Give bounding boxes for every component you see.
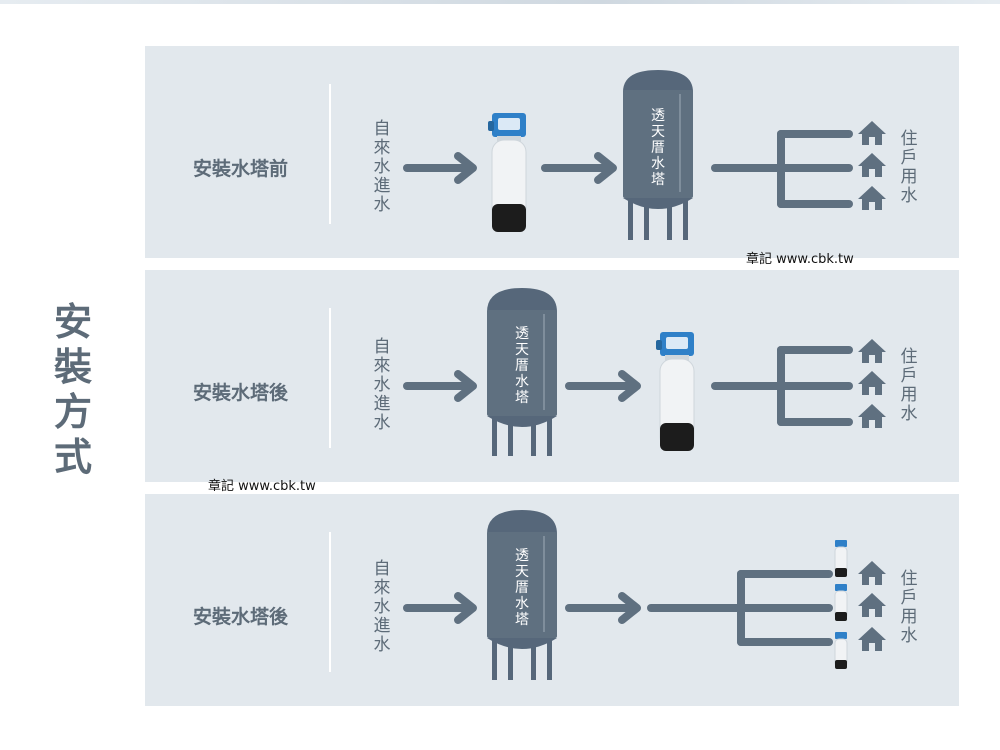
dest-label-char: 用 xyxy=(900,607,918,627)
arrow-right-icon xyxy=(565,370,641,402)
tank-label-char: 塔 xyxy=(651,172,665,188)
dest-label: 住 戶 用 水 xyxy=(897,570,921,646)
house-icon xyxy=(858,371,886,395)
house-icon xyxy=(858,153,886,177)
dest-label-char: 住 xyxy=(900,569,918,589)
house-icon xyxy=(858,627,886,651)
source-label-char: 水 xyxy=(373,375,391,395)
tank-label-char: 天 xyxy=(515,564,529,580)
tank-label: 透 天 厝 水 塔 xyxy=(512,548,532,628)
arrow-right-icon xyxy=(403,592,477,624)
source-label-char: 進 xyxy=(373,394,391,414)
tank-label-char: 天 xyxy=(515,342,529,358)
side-title-char: 方 xyxy=(53,390,92,434)
source-label-char: 來 xyxy=(373,138,391,158)
tank-label-char: 厝 xyxy=(515,580,529,596)
watermark: 章記 www.cbk.tw xyxy=(208,479,316,494)
panel-after-1: 安裝水塔後 自 來 水 進 水 透 天 厝 水 塔 住 戶 用 水 xyxy=(145,270,959,482)
panel-after-2-diagram xyxy=(403,510,886,680)
house-icon xyxy=(858,121,886,145)
dest-label-char: 戶 xyxy=(900,366,918,386)
branch-pipe-icon xyxy=(647,570,833,646)
dest-label-char: 住 xyxy=(900,129,918,149)
tank-label-char: 天 xyxy=(651,124,665,140)
dest-label: 住 戶 用 水 xyxy=(897,348,921,424)
panel-before: 安裝水塔前 自 來 水 進 水 透 天 厝 水 塔 住 戶 用 水 xyxy=(145,46,959,258)
tank-label-char: 塔 xyxy=(515,612,529,628)
softener-filter-icon xyxy=(656,332,695,451)
source-label-char: 來 xyxy=(373,356,391,376)
dest-label-char: 用 xyxy=(900,385,918,405)
dest-label-char: 戶 xyxy=(900,588,918,608)
dest-label-char: 水 xyxy=(900,626,918,646)
dest-label-char: 住 xyxy=(900,347,918,367)
tank-label-char: 透 xyxy=(651,108,665,124)
panel-after-2: 安裝水塔後 自 來 水 進 水 透 天 厝 水 塔 住 戶 用 水 xyxy=(145,494,959,706)
watermark: 章記 www.cbk.tw xyxy=(746,252,854,267)
dest-label-char: 水 xyxy=(900,186,918,206)
tank-label-char: 厝 xyxy=(515,358,529,374)
tank-label: 透 天 厝 水 塔 xyxy=(648,108,668,188)
top-border xyxy=(0,0,1000,4)
panel-before-diagram xyxy=(403,70,886,240)
dest-label-char: 水 xyxy=(900,404,918,424)
house-icon xyxy=(858,593,886,617)
dest-label: 住 戶 用 水 xyxy=(897,130,921,206)
arrow-right-icon xyxy=(403,152,477,184)
source-label-char: 來 xyxy=(373,578,391,598)
source-label-char: 水 xyxy=(373,635,391,655)
dest-label-char: 戶 xyxy=(900,148,918,168)
side-title-char: 式 xyxy=(53,435,92,479)
divider xyxy=(329,308,331,448)
tank-label-char: 塔 xyxy=(515,390,529,406)
tank-label-char: 水 xyxy=(651,156,665,172)
panel-title: 安裝水塔後 xyxy=(193,606,289,628)
house-icon xyxy=(858,339,886,363)
side-title: 安 裝 方 式 xyxy=(48,300,98,480)
divider xyxy=(329,532,331,672)
dest-label-char: 用 xyxy=(900,167,918,187)
source-label-char: 進 xyxy=(373,176,391,196)
tank-label-char: 水 xyxy=(515,596,529,612)
source-label-char: 水 xyxy=(373,195,391,215)
panel-title: 安裝水塔後 xyxy=(193,382,289,404)
softener-filter-icon xyxy=(488,113,527,232)
side-title-char: 安 xyxy=(53,300,92,344)
source-label-char: 水 xyxy=(373,157,391,177)
house-icon xyxy=(858,186,886,210)
branch-pipe-icon xyxy=(711,346,853,426)
water-tower-icon xyxy=(487,510,557,680)
softener-filter-icon xyxy=(834,632,848,669)
tank-label: 透 天 厝 水 塔 xyxy=(512,326,532,406)
tank-label-char: 透 xyxy=(515,326,529,342)
house-icon xyxy=(858,404,886,428)
source-label-char: 自 xyxy=(373,337,391,357)
arrow-right-icon xyxy=(565,592,641,624)
branch-pipe-icon xyxy=(711,130,853,208)
source-label: 自 來 水 進 水 xyxy=(370,120,394,215)
house-icon xyxy=(858,561,886,585)
source-label-char: 自 xyxy=(373,559,391,579)
arrow-right-icon xyxy=(403,370,477,402)
side-title-char: 裝 xyxy=(53,345,92,389)
softener-filter-icon xyxy=(834,584,848,621)
source-label-char: 水 xyxy=(373,597,391,617)
source-label-char: 進 xyxy=(373,616,391,636)
source-label-char: 自 xyxy=(373,119,391,139)
arrow-right-icon xyxy=(541,152,617,184)
softener-filter-icon xyxy=(834,540,848,577)
source-label: 自 來 水 進 水 xyxy=(370,338,394,433)
water-tower-icon xyxy=(623,70,693,240)
panel-after-1-diagram xyxy=(403,288,886,456)
tank-label-char: 透 xyxy=(515,548,529,564)
tank-label-char: 厝 xyxy=(651,140,665,156)
source-label: 自 來 水 進 水 xyxy=(370,560,394,655)
water-tower-icon xyxy=(487,288,557,456)
source-label-char: 水 xyxy=(373,413,391,433)
tank-label-char: 水 xyxy=(515,374,529,390)
divider xyxy=(329,84,331,224)
panel-title: 安裝水塔前 xyxy=(193,158,289,180)
